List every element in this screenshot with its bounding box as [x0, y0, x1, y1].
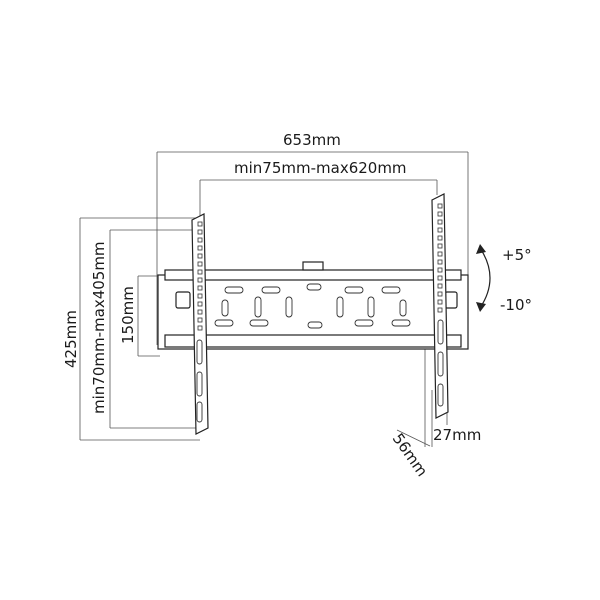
mounting-hole [197, 309, 203, 315]
mounting-hole [437, 227, 443, 233]
mounting-hole [197, 229, 203, 235]
right-vertical-arm [431, 193, 449, 419]
mounting-hole [437, 211, 443, 217]
mounting-hole [437, 219, 443, 225]
mounting-hole [437, 283, 443, 289]
mounting-hole [197, 317, 203, 323]
mounting-hole [197, 253, 203, 259]
vesa-horizontal-label: min75mm-max620mm [234, 159, 407, 177]
overall-width-label: 653mm [283, 131, 341, 149]
mounting-hole [197, 237, 203, 243]
mounting-hole [197, 285, 203, 291]
wall-plate-slots [214, 283, 411, 329]
mounting-hole [437, 299, 443, 305]
mounting-hole [437, 275, 443, 281]
tilt-down-label: -10° [500, 296, 532, 314]
mounting-hole [437, 291, 443, 297]
mounting-hole [437, 307, 443, 313]
left-vertical-arm [191, 213, 209, 435]
vesa-vertical-label: min70mm-max405mm [90, 241, 108, 414]
mounting-hole [437, 243, 443, 249]
mounting-hole [197, 261, 203, 267]
mounting-hole [197, 277, 203, 283]
wall-plate-height-label: 150mm [119, 286, 137, 344]
mounting-hole [437, 203, 443, 209]
mounting-hole [197, 245, 203, 251]
min-depth-label: 27mm [433, 426, 481, 444]
mounting-hole [197, 301, 203, 307]
mounting-hole [197, 325, 203, 331]
mounting-hole [437, 235, 443, 241]
dimension-lines [79, 151, 469, 447]
mounting-hole [437, 267, 443, 273]
mounting-hole [197, 221, 203, 227]
mounting-hole [437, 251, 443, 257]
tilt-arrow-icon [476, 244, 491, 312]
tilt-up-label: +5° [502, 246, 532, 264]
mounting-hole [197, 269, 203, 275]
wall-plate [157, 261, 469, 350]
mounting-hole [197, 293, 203, 299]
overall-height-label: 425mm [62, 310, 80, 368]
mounting-hole [437, 259, 443, 265]
